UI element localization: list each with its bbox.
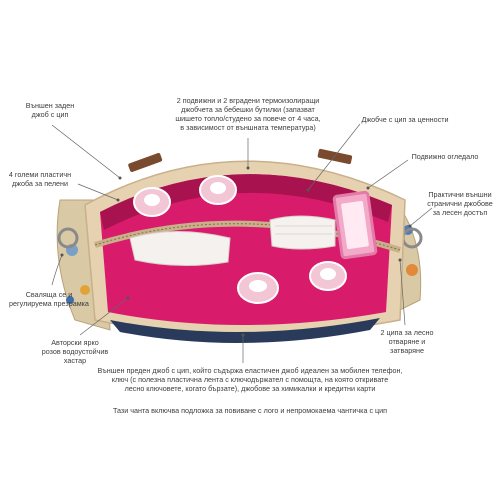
- label-thermo-pockets: 2 подвижни и 2 вградени термоизолиращи д…: [175, 96, 321, 132]
- baby-bottle-icon: [133, 175, 347, 304]
- label-side-pockets: Практични външни странични джобове за ле…: [427, 190, 493, 217]
- label-footer-note: Тази чанта включва подложка за повиване …: [112, 406, 388, 415]
- label-diaper-pockets: 4 големи пластичн джоба за пелени: [8, 170, 72, 188]
- label-lining: Авторски ярко розов водоустойчив хастар: [41, 338, 109, 365]
- strap-ring-icon: [57, 227, 79, 249]
- label-front-pocket: Външен преден джоб с цип, който съдържа …: [97, 366, 403, 393]
- mirror-icon: [332, 190, 378, 260]
- leader-lines: [51, 123, 433, 363]
- label-strap: Сваляща се и регулируема презрамка: [9, 290, 89, 308]
- label-mirror: Подвижно огледало: [411, 152, 479, 161]
- label-valuables-pocket: Джобче с цип за ценности: [361, 115, 449, 124]
- label-back-pocket: Външен заден джоб с цип: [25, 101, 75, 119]
- diaper-icon: [129, 215, 336, 267]
- label-zips: 2 ципа за лесно отваряне и затваряне: [380, 328, 434, 355]
